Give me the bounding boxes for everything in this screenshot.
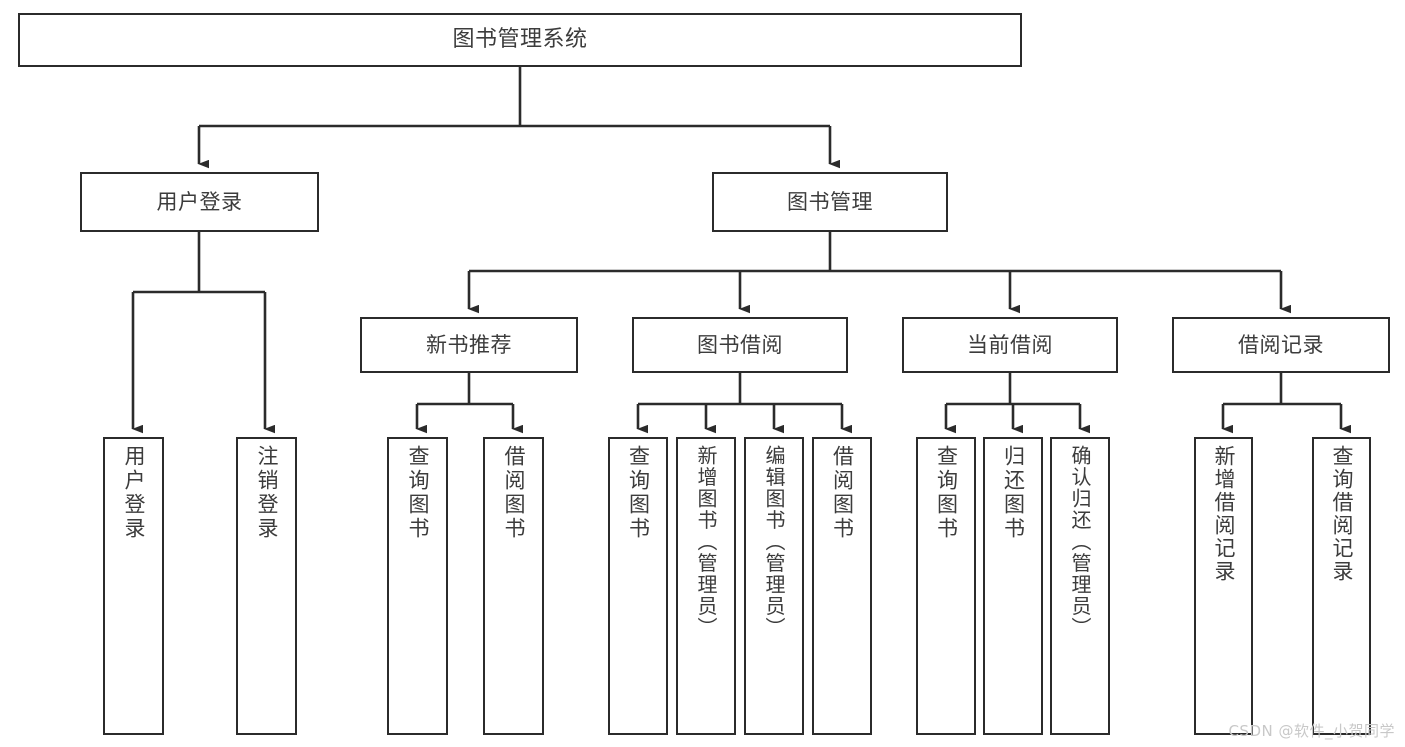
leaf-query-book-new-recommend[interactable]: 查询图书 xyxy=(387,437,448,735)
node-label: 查询图书 xyxy=(406,445,430,541)
node-label: 新增借阅记录 xyxy=(1212,445,1236,583)
node-label: 用户登录 xyxy=(156,189,243,214)
node-book-management[interactable]: 图书管理 xyxy=(712,172,948,232)
node-user-login[interactable]: 用户登录 xyxy=(80,172,319,232)
node-label: 用户登录 xyxy=(122,445,146,541)
leaf-return-book[interactable]: 归还图书 xyxy=(983,437,1043,735)
node-label: 注销登录 xyxy=(255,445,279,541)
node-label: 图书管理系统 xyxy=(452,27,588,53)
leaf-edit-book-admin[interactable]: 编辑图书（管理员） xyxy=(744,437,804,735)
node-label: 新增图书（管理员） xyxy=(694,445,718,639)
node-label: 查询图书 xyxy=(626,445,651,541)
node-label: 当前借阅 xyxy=(967,332,1053,357)
leaf-query-borrow-record[interactable]: 查询借阅记录 xyxy=(1312,437,1371,735)
node-current-borrow[interactable]: 当前借阅 xyxy=(902,317,1118,373)
node-book-borrow[interactable]: 图书借阅 xyxy=(632,317,848,373)
node-label: 借阅记录 xyxy=(1238,332,1324,357)
node-label: 确认归还（管理员） xyxy=(1068,445,1092,639)
node-borrow-record[interactable]: 借阅记录 xyxy=(1172,317,1390,373)
node-label: 编辑图书（管理员） xyxy=(762,445,786,639)
leaf-query-book-borrow[interactable]: 查询图书 xyxy=(608,437,668,735)
leaf-logout-login[interactable]: 注销登录 xyxy=(236,437,297,735)
node-label: 新书推荐 xyxy=(426,332,512,357)
leaf-confirm-return-admin[interactable]: 确认归还（管理员） xyxy=(1050,437,1110,735)
leaf-add-book-admin[interactable]: 新增图书（管理员） xyxy=(676,437,736,735)
leaf-add-borrow-record[interactable]: 新增借阅记录 xyxy=(1194,437,1253,735)
node-new-book-recommend[interactable]: 新书推荐 xyxy=(360,317,578,373)
node-label: 归还图书 xyxy=(1001,445,1026,541)
csdn-watermark: CSDN @软件_小贺同学 xyxy=(1228,722,1395,740)
node-label: 图书管理 xyxy=(787,189,873,214)
node-label: 查询图书 xyxy=(934,445,959,541)
node-label: 查询借阅记录 xyxy=(1330,445,1354,583)
leaf-borrow-book-borrow[interactable]: 借阅图书 xyxy=(812,437,872,735)
leaf-query-book-current[interactable]: 查询图书 xyxy=(916,437,976,735)
node-label: 借阅图书 xyxy=(830,445,855,541)
node-label: 图书借阅 xyxy=(697,332,783,357)
node-label: 借阅图书 xyxy=(502,445,526,541)
leaf-user-login[interactable]: 用户登录 xyxy=(103,437,164,735)
leaf-borrow-book-new-recommend[interactable]: 借阅图书 xyxy=(483,437,544,735)
node-root-system[interactable]: 图书管理系统 xyxy=(18,13,1022,67)
